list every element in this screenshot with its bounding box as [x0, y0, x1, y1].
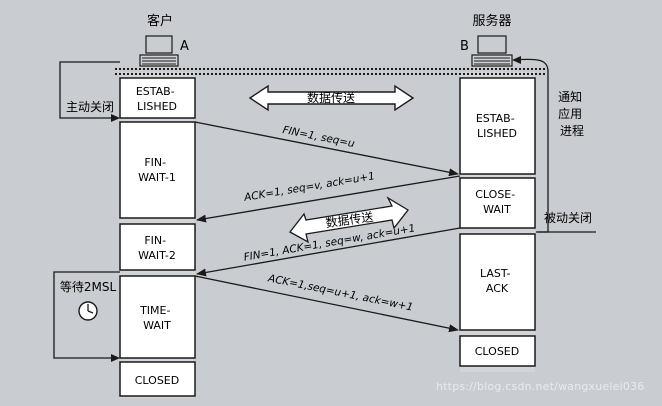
client-state-established [119, 77, 196, 119]
message-arrow-ack-2 [194, 275, 459, 333]
server-state-closed [459, 335, 536, 367]
message-label-ack-1: ACK=1, seq=v, ack=u+1 [242, 170, 375, 204]
client-state-fin-wait-2 [119, 223, 196, 271]
message-label-ack-2: ACK=1,seq=u+1, ack=w+1 [266, 272, 414, 313]
client-computer-icon [139, 35, 179, 67]
server-state-0-line-1: ESTAB- [476, 112, 515, 125]
data-transfer-top-label: 数据传送 [307, 90, 355, 105]
server-letter: B [460, 39, 469, 54]
client-state-3-line-1: TIME- [139, 304, 170, 317]
client-state-1-line-1: FIN- [144, 156, 166, 169]
server-state-2-line-2: ACK [486, 282, 509, 295]
notify-app-arrowhead [512, 56, 521, 64]
server-state-label-1: CLOSE- WAIT [475, 188, 518, 216]
client-state-2-line-1: FIN- [144, 234, 166, 247]
message-arrow-fin-2 [196, 227, 461, 277]
client-state-1-line-2: WAIT-1 [138, 171, 176, 184]
client-state-label-1: FIN- WAIT-1 [138, 156, 176, 184]
client-state-label-2: FIN- WAIT-2 [138, 234, 176, 262]
server-computer-icon [471, 35, 513, 67]
server-state-close-wait [459, 177, 536, 229]
message-arrow-fin-1 [194, 121, 459, 177]
active-close-label: 主动关闭 [66, 100, 114, 114]
network-bar [115, 68, 545, 75]
server-state-last-ack [459, 233, 536, 331]
server-state-3-line-1: CLOSED [475, 345, 519, 358]
server-state-label-3: CLOSED [475, 345, 519, 358]
server-state-0-line-2: LISHED [477, 127, 517, 140]
time-wait-arrowhead [111, 354, 120, 362]
server-state-1-line-2: WAIT [483, 203, 511, 216]
server-state-label-2: LAST- ACK [480, 267, 514, 295]
server-state-label-0: ESTAB- LISHED [476, 112, 518, 140]
active-close-connector [59, 61, 120, 119]
data-transfer-top-arrow [248, 84, 415, 112]
notify-app-line-2: 应用 [558, 106, 582, 121]
client-label: 客户 [147, 13, 173, 29]
time-wait-connector [53, 271, 120, 359]
notify-app-connector [513, 58, 549, 233]
client-state-time-wait [119, 275, 196, 359]
watermark: https://blog.csdn.net/wangxuelei036 [436, 380, 645, 393]
server-label: 服务器 [472, 13, 511, 29]
client-state-label-4: CLOSED [135, 374, 179, 387]
data-transfer-mid-label: 数据传送 [325, 209, 375, 231]
client-state-4-line-1: CLOSED [135, 374, 179, 387]
client-state-3-line-2: WAIT [143, 319, 171, 332]
server-state-2-line-1: LAST- [480, 267, 511, 280]
client-state-fin-wait-1 [119, 121, 196, 219]
client-state-0-line-2: LISHED [137, 100, 177, 113]
client-state-2-line-2: WAIT-2 [138, 249, 176, 262]
client-state-closed [119, 361, 196, 397]
client-state-label-0: ESTAB- LISHED [136, 85, 178, 113]
wait-2msl-label: 等待2MSL [60, 280, 117, 294]
passive-close-label: 被动关闭 [544, 211, 592, 225]
active-close-arrowhead [111, 114, 120, 122]
clock-icon [78, 301, 98, 321]
data-transfer-mid-arrow [289, 196, 409, 244]
message-arrow-ack-1 [196, 175, 461, 223]
client-state-label-3: TIME- WAIT [139, 304, 174, 332]
notify-app-label: 通知 应用 进程 [558, 90, 586, 138]
client-letter: A [180, 39, 189, 54]
server-state-established [459, 77, 536, 175]
notify-app-line-3: 进程 [560, 123, 584, 138]
client-state-0-line-1: ESTAB- [136, 85, 175, 98]
server-state-1-line-1: CLOSE- [475, 188, 515, 201]
notify-app-line-1: 通知 [558, 90, 582, 104]
